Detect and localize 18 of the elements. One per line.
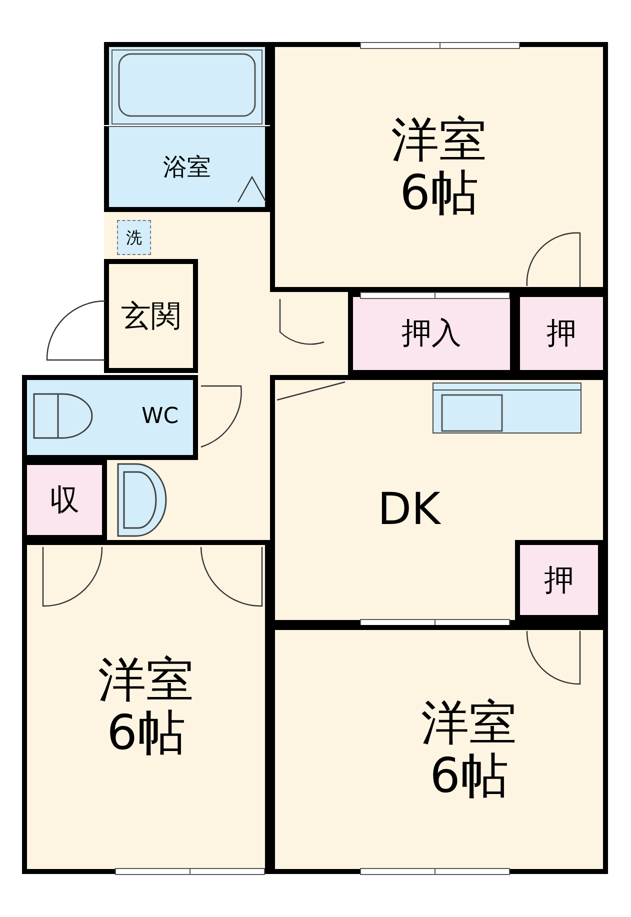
entrance [104, 259, 198, 373]
room-label: 洋室6帖 [96, 654, 195, 760]
washer-space [117, 220, 151, 255]
room-label: 洗 [126, 228, 142, 246]
room-label: 押 [546, 317, 576, 350]
room-label: 洋室6帖 [390, 114, 488, 220]
bathroom [104, 126, 270, 212]
room-label: 浴室 [163, 154, 211, 180]
room [22, 540, 270, 874]
room-label: 洋室6帖 [420, 696, 518, 802]
room-label: DK [378, 486, 440, 534]
room-label: 玄関 [121, 300, 181, 332]
room-label: 押入 [402, 317, 462, 350]
room-label: 収 [50, 484, 80, 516]
room-label: 押 [544, 564, 574, 596]
room-label: WC [141, 405, 179, 430]
room [270, 42, 608, 292]
toilet-room [22, 375, 198, 460]
